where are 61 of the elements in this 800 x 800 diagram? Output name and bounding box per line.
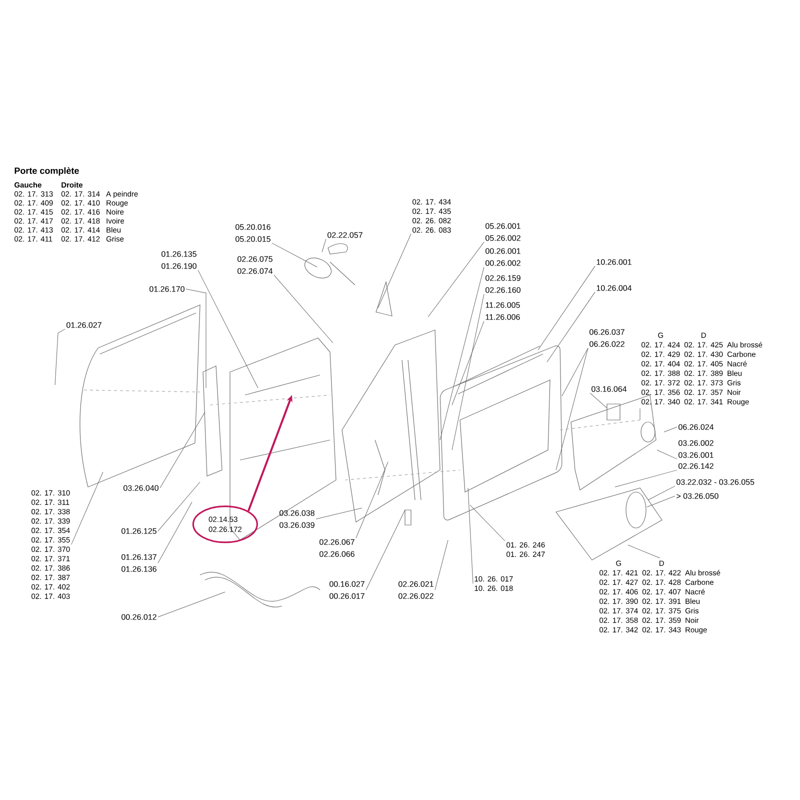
part-number: 01.26.125 (122, 528, 156, 534)
part-number: 02.26.075 02.26.074 (238, 256, 273, 274)
part-number: 03.22.032 - 03.26.055 (676, 479, 754, 485)
part-number: 10.26.001 (596, 259, 632, 265)
leader-line (272, 242, 318, 268)
part-number: 03.26.002 03.26.001 (678, 440, 714, 458)
part-number: 02.26.142 (678, 463, 714, 469)
part-number: 01.26.135 01.26.190 (162, 251, 196, 269)
leader-line (614, 470, 678, 488)
leader-line (648, 486, 676, 500)
leader-line (556, 348, 588, 470)
part-number: 06.26.024 (678, 424, 714, 430)
leader-line (54, 328, 66, 386)
part-number: 02.26.067 02.26.066 (320, 539, 354, 557)
part-number: 02.26.021 02.26.022 (398, 581, 434, 599)
part-number: 03.16.064 (592, 386, 627, 392)
title: Porte complète (14, 167, 79, 176)
leader-line (628, 544, 660, 558)
leader-line (274, 274, 334, 344)
leader-line (158, 502, 192, 564)
leader-line (160, 412, 206, 488)
leader-line (71, 472, 104, 545)
leader-line (322, 238, 326, 252)
leader-line (538, 266, 596, 350)
part-number: 10.26.004 (596, 285, 632, 291)
leader-line (562, 348, 588, 396)
leader-line (186, 288, 206, 388)
part-number: 03.26.040 (124, 485, 158, 491)
part-number: 05.20.016 05.20.015 (236, 224, 270, 242)
leader-line (656, 450, 678, 460)
part-number: 01.26.137 01.26.136 (122, 554, 156, 572)
leader-line (356, 462, 388, 538)
leader-line (316, 508, 362, 520)
part-number: 00.26.001 00.26.002 (486, 248, 520, 266)
part-number: 01.26.170 (150, 286, 184, 292)
part-number: 00.16.027 00.26.017 (330, 581, 364, 599)
part-number: 02.26.159 02.26.160 (486, 275, 520, 293)
leader-line (434, 540, 448, 590)
part-number: 02.22.057 (328, 232, 362, 238)
leader-line (198, 270, 258, 388)
part-number: 01.26.027 (66, 322, 102, 328)
leader-line (366, 510, 406, 590)
part-number: 05.26.001 05.26.002 (486, 223, 520, 241)
leader-line (664, 426, 678, 432)
part-number: 06.26.037 06.26.022 (590, 329, 624, 347)
leader-line (378, 234, 412, 308)
leader-line (158, 482, 200, 532)
part-number: 00.26.012 (122, 614, 156, 620)
leader-line (428, 242, 484, 318)
leader-line (158, 592, 226, 618)
leader-line (468, 488, 474, 584)
leader-line (590, 392, 608, 408)
leader-line (452, 294, 484, 450)
part-number: 03.26.038 03.26.039 (280, 510, 314, 528)
leader-line (452, 320, 484, 406)
leader-line (646, 496, 676, 508)
leader-line (546, 292, 596, 362)
part-number: 11.26.005 11.26.006 (486, 302, 520, 320)
leader-line (470, 504, 506, 542)
part-number: > 03.26.050 (676, 493, 718, 499)
leader-line (440, 266, 484, 440)
